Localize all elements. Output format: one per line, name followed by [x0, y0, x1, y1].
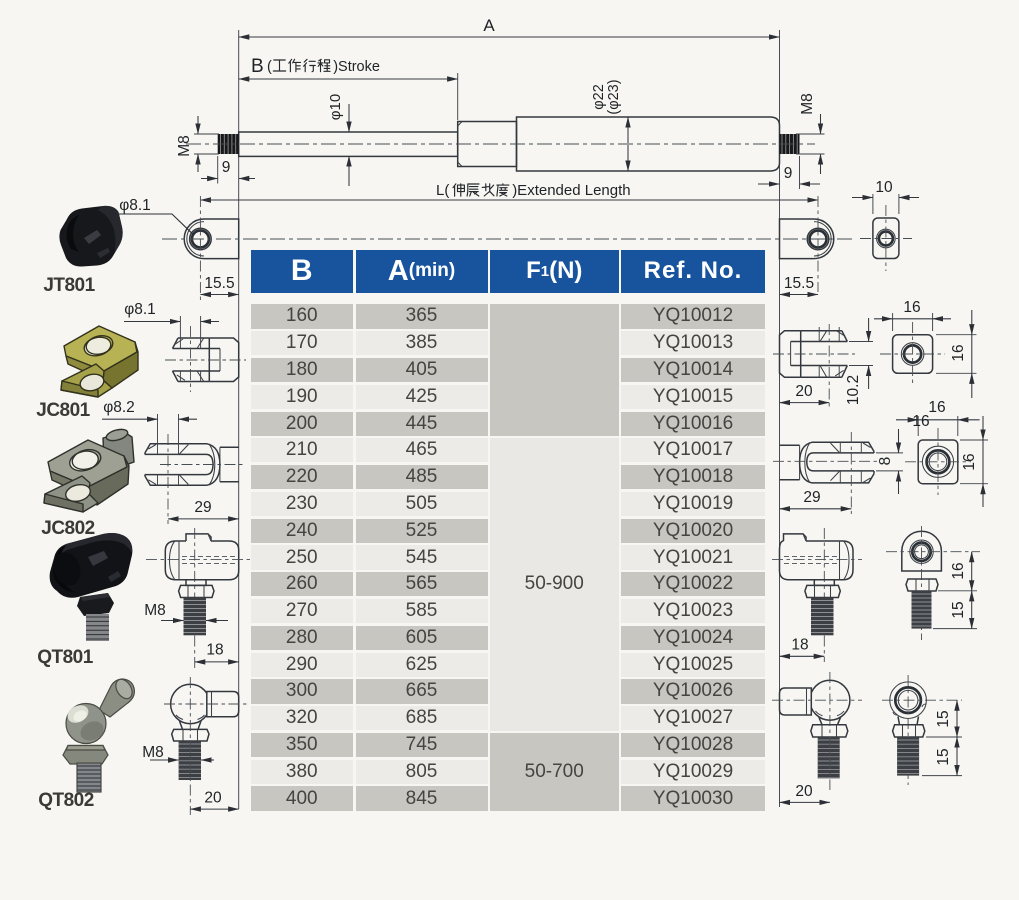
svg-text:JC802: JC802 — [41, 518, 95, 539]
svg-text:JC801: JC801 — [36, 400, 90, 421]
svg-text:)Stroke: )Stroke — [333, 59, 380, 75]
svg-text:M8: M8 — [176, 135, 193, 157]
svg-text:φ8.1: φ8.1 — [124, 301, 156, 318]
svg-text:18: 18 — [206, 642, 223, 659]
svg-text:16: 16 — [903, 299, 920, 316]
svg-text:(: ( — [267, 59, 272, 75]
svg-text:20: 20 — [204, 790, 222, 807]
svg-text:(φ23): (φ23) — [606, 79, 622, 114]
svg-text:QT802: QT802 — [38, 790, 94, 811]
svg-text:φ8.1: φ8.1 — [119, 197, 151, 214]
svg-text:8: 8 — [877, 457, 894, 466]
svg-text:L(: L( — [436, 182, 449, 199]
svg-text:10.2: 10.2 — [845, 375, 862, 405]
svg-text:9: 9 — [784, 165, 793, 182]
svg-text:20: 20 — [795, 383, 813, 400]
svg-text:M8: M8 — [144, 602, 166, 619]
svg-text:16: 16 — [950, 344, 967, 361]
svg-text:JT801: JT801 — [43, 275, 95, 296]
svg-text:φ8.2: φ8.2 — [103, 399, 135, 416]
svg-text:15: 15 — [950, 601, 967, 618]
svg-text:B: B — [251, 56, 264, 77]
svg-text:φ10: φ10 — [327, 94, 344, 120]
svg-text:A: A — [483, 16, 495, 35]
svg-text:9: 9 — [222, 159, 231, 176]
svg-text:18: 18 — [791, 637, 808, 654]
svg-text:φ22: φ22 — [591, 84, 607, 110]
svg-text:16: 16 — [912, 413, 929, 430]
svg-text:15: 15 — [935, 748, 952, 765]
svg-text:20: 20 — [795, 783, 813, 800]
svg-text:15: 15 — [935, 710, 952, 727]
svg-text:15.5: 15.5 — [784, 275, 814, 292]
svg-text:QT801: QT801 — [37, 647, 94, 668]
svg-text:16: 16 — [961, 453, 978, 470]
svg-text:29: 29 — [194, 499, 211, 516]
svg-text:29: 29 — [803, 489, 820, 506]
svg-text:15.5: 15.5 — [204, 275, 234, 292]
svg-text:)Extended Length: )Extended Length — [512, 182, 630, 199]
svg-text:10: 10 — [875, 179, 893, 196]
svg-text:16: 16 — [950, 562, 967, 579]
svg-text:16: 16 — [928, 399, 945, 416]
svg-text:M8: M8 — [799, 93, 816, 115]
svg-text:M8: M8 — [142, 744, 164, 761]
